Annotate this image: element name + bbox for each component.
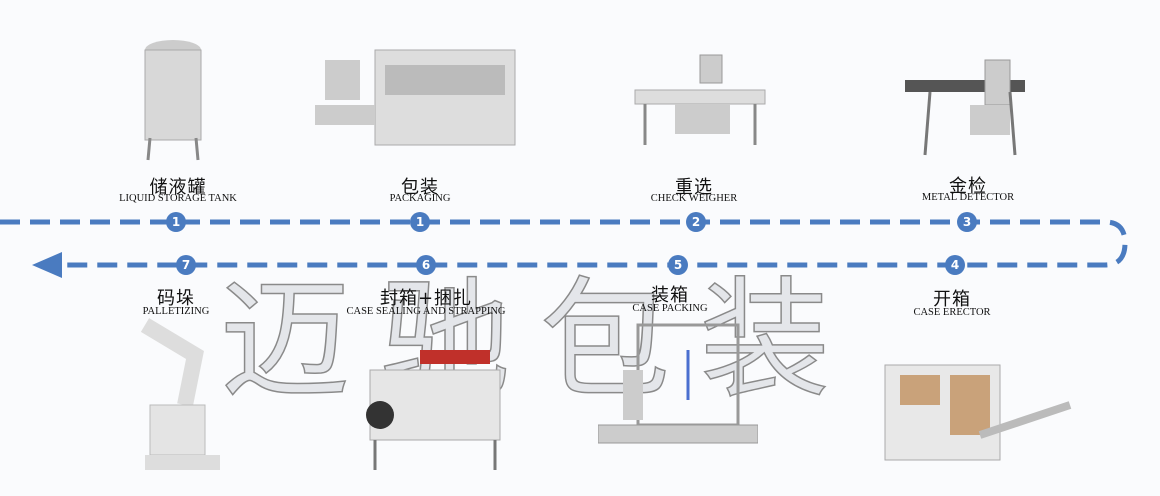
case-packer-image bbox=[598, 323, 758, 444]
watermark: 迈驰包装 bbox=[219, 263, 861, 417]
step-label-cn: 重选 bbox=[675, 177, 713, 198]
step-label-en: CASE SEALING AND STRAPPING bbox=[346, 306, 506, 317]
step-label-cn: 储液罐 bbox=[149, 177, 207, 198]
step-number-badge: 5 bbox=[668, 255, 688, 275]
check-weigher-image bbox=[634, 54, 766, 145]
step-label-en: METAL DETECTOR bbox=[921, 192, 1015, 203]
step-label-en: PACKAGING bbox=[389, 193, 451, 204]
step-label-cn: 码垛 bbox=[157, 288, 195, 309]
storage-tank-image bbox=[144, 40, 202, 161]
step-number-badge: 2 bbox=[686, 212, 706, 232]
step-label-en: LIQUID STORAGE TANK bbox=[119, 193, 237, 204]
case-sealer-image bbox=[366, 350, 501, 470]
step-label-cn: 开箱 bbox=[933, 289, 971, 310]
palletizing-robot-image bbox=[140, 318, 220, 470]
step-label-cn: 装箱 bbox=[651, 285, 689, 306]
step-number-badge: 1 bbox=[166, 212, 186, 232]
step-number-badge: 4 bbox=[945, 255, 965, 275]
packaging-machine-image bbox=[315, 49, 516, 146]
step-label-en: PALLETIZING bbox=[142, 306, 210, 317]
step-label-en: CASE ERECTOR bbox=[913, 307, 991, 318]
step-label-en: CASE PACKING bbox=[632, 303, 708, 314]
step-number-badge: 1 bbox=[410, 212, 430, 232]
case-erector-image bbox=[884, 364, 1072, 461]
step-number-badge: 6 bbox=[416, 255, 436, 275]
metal-detector-image bbox=[905, 59, 1025, 156]
step-label-cn: 封箱+捆扎 bbox=[379, 288, 473, 309]
step-label-cn: 金检 bbox=[949, 176, 987, 197]
arrow-head-icon bbox=[32, 252, 62, 278]
step-label-en: CHECK WEIGHER bbox=[650, 193, 738, 204]
step-label-cn: 包装 bbox=[401, 177, 439, 198]
step-number-badge: 7 bbox=[176, 255, 196, 275]
step-number-badge: 3 bbox=[957, 212, 977, 232]
